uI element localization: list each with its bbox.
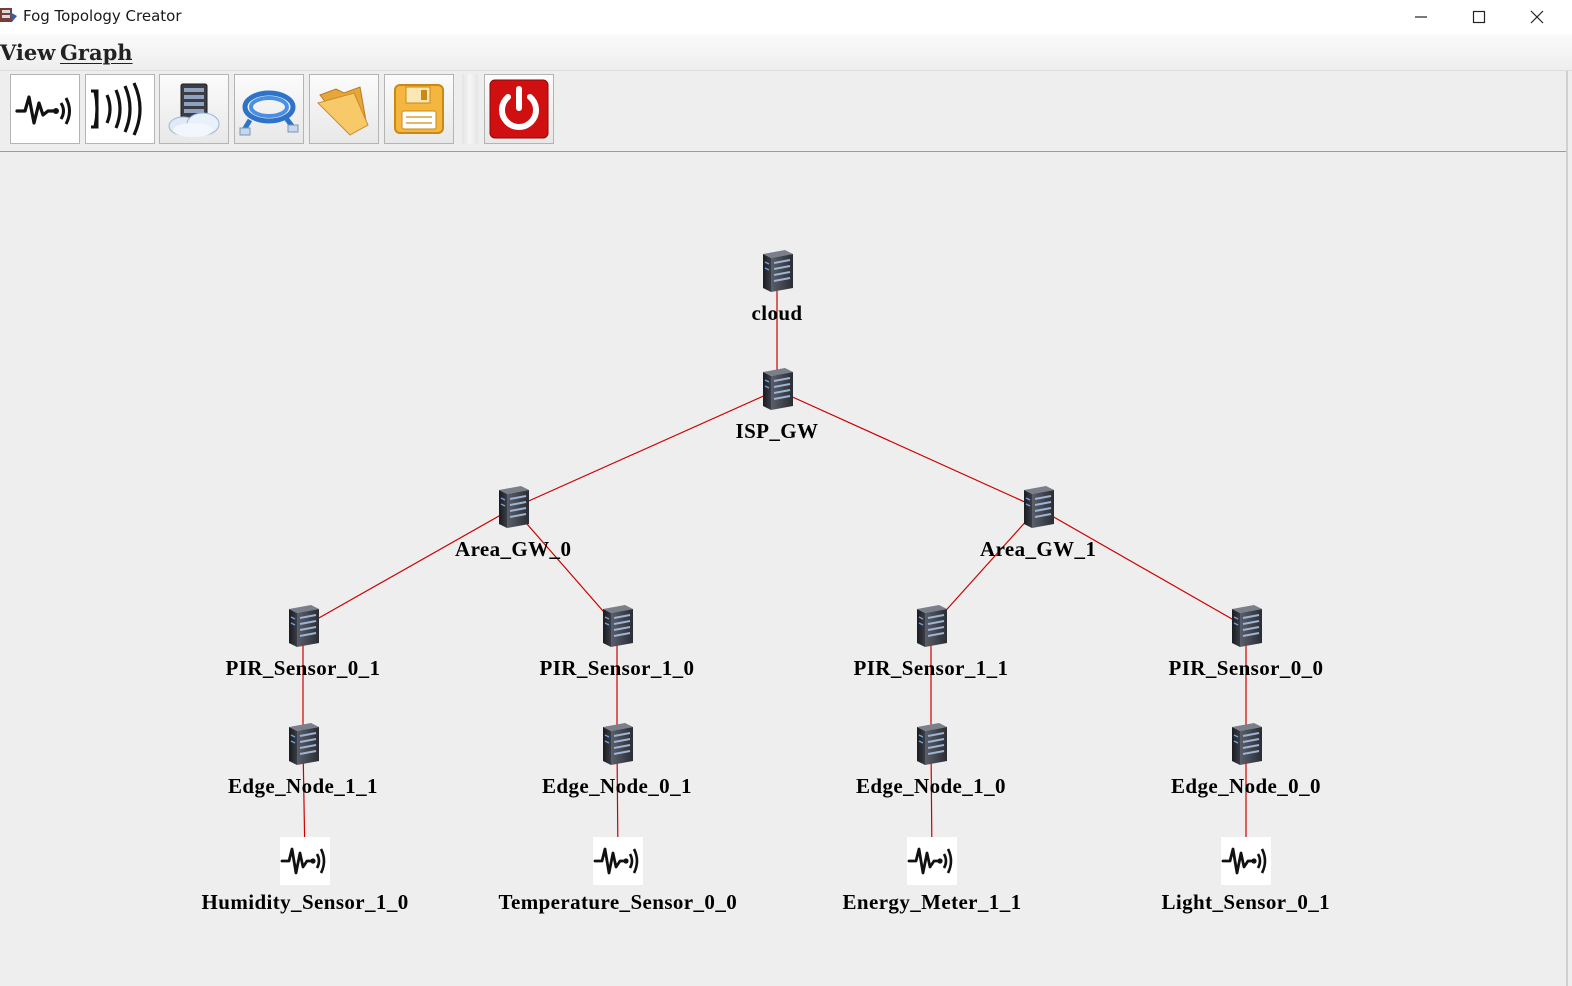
node-label: PIR_Sensor_1_1: [853, 656, 1009, 680]
network-cable-icon: [239, 90, 299, 136]
minimize-button[interactable]: [1392, 0, 1450, 34]
node-label: Light_Sensor_0_1: [1161, 890, 1331, 914]
node-label: cloud: [751, 301, 803, 325]
maximize-icon: [1472, 10, 1486, 24]
folder-open-icon: [317, 86, 369, 136]
fog-device-server-icon[interactable]: [1016, 484, 1058, 534]
sensor-icon[interactable]: [280, 837, 330, 889]
add-sensor-button[interactable]: [10, 74, 80, 144]
close-icon: [1530, 10, 1544, 24]
node-label: Edge_Node_0_1: [542, 774, 692, 798]
maximize-button[interactable]: [1450, 0, 1508, 34]
actuator-icon: [91, 82, 142, 136]
topology-canvas[interactable]: cloud ISP_GW: [0, 152, 1566, 986]
app-icon: [0, 6, 18, 24]
minimize-icon: [1415, 16, 1427, 18]
window-titlebar: Fog Topology Creator: [0, 0, 1572, 34]
power-icon: [489, 79, 549, 139]
add-actuator-button[interactable]: [85, 74, 155, 144]
fog-device-server-icon[interactable]: [595, 721, 637, 771]
sensor-icon[interactable]: [1221, 837, 1271, 889]
add-fog-device-button[interactable]: [159, 74, 229, 144]
node-label: Edge_Node_1_1: [228, 774, 378, 798]
sensor-icon[interactable]: [593, 837, 643, 889]
node-label: PIR_Sensor_0_0: [1168, 656, 1324, 680]
node-label: ISP_GW: [735, 419, 819, 443]
fog-device-server-icon[interactable]: [595, 603, 637, 653]
edge-isp_gw-area_gw_0[interactable]: [512, 389, 778, 509]
node-label: PIR_Sensor_1_0: [539, 656, 695, 680]
sensor-icon[interactable]: [907, 837, 957, 889]
node-label: Edge_Node_0_0: [1171, 774, 1321, 798]
fog-device-server-icon[interactable]: [281, 603, 323, 653]
node-label: PIR_Sensor_0_1: [225, 656, 381, 680]
server-cloud-icon: [168, 83, 220, 137]
window-border: [1566, 71, 1568, 986]
edge-area_gw_0-pir_0_1[interactable]: [302, 507, 514, 628]
save-button[interactable]: [384, 74, 454, 144]
node-label: Area_GW_1: [980, 537, 1097, 561]
window-title: Fog Topology Creator: [23, 7, 182, 25]
fog-device-server-icon[interactable]: [1224, 603, 1266, 653]
fog-device-server-icon[interactable]: [909, 721, 951, 771]
fog-device-server-icon[interactable]: [755, 248, 797, 298]
menu-bar: View Graph: [0, 34, 1572, 71]
edge-isp_gw-area_gw_1[interactable]: [776, 389, 1039, 509]
exit-button[interactable]: [484, 74, 554, 144]
node-label: Edge_Node_1_0: [856, 774, 1006, 798]
close-button[interactable]: [1508, 0, 1566, 34]
menu-graph[interactable]: Graph: [60, 40, 133, 65]
fog-device-server-icon[interactable]: [755, 366, 797, 416]
fog-device-server-icon[interactable]: [1224, 721, 1266, 771]
node-label: Area_GW_0: [455, 537, 572, 561]
fog-device-server-icon[interactable]: [909, 603, 951, 653]
node-label: Temperature_Sensor_0_0: [498, 890, 738, 914]
floppy-save-icon: [394, 84, 444, 134]
toolbar-separator: [462, 74, 478, 144]
toolbar: [0, 71, 1566, 152]
edge-area_gw_1-pir_1_1[interactable]: [930, 507, 1039, 628]
node-label: Humidity_Sensor_1_0: [201, 890, 409, 914]
edge-area_gw_0-pir_1_0[interactable]: [512, 507, 618, 628]
node-label: Energy_Meter_1_1: [842, 890, 1022, 914]
fog-device-server-icon[interactable]: [281, 721, 323, 771]
edge-area_gw_1-pir_0_0[interactable]: [1037, 507, 1247, 628]
add-link-button[interactable]: [234, 74, 304, 144]
sensor-icon: [15, 95, 71, 125]
fog-device-server-icon[interactable]: [491, 484, 533, 534]
menu-view[interactable]: View: [0, 40, 56, 65]
open-button[interactable]: [309, 74, 379, 144]
